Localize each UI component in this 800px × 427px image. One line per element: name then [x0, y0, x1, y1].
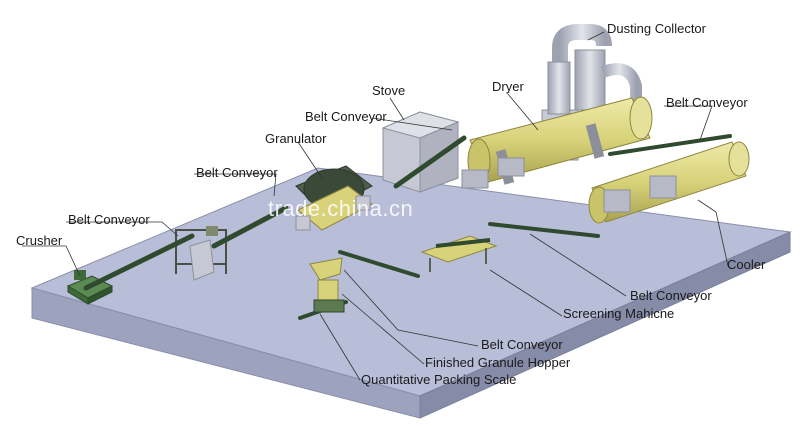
label-stove: Stove: [372, 83, 406, 98]
label-belt-conveyor-hopper: Belt Conveyor: [481, 337, 563, 352]
conveyor-support-frame: [175, 226, 227, 281]
base-platform: [30, 167, 792, 419]
label-belt-conveyor-granulator: Belt Conveyor: [196, 165, 278, 180]
label-belt-conveyor-stove: Belt Conveyor: [305, 109, 387, 124]
label-belt-conveyor-top-right: Belt Conveyor: [666, 95, 748, 110]
label-belt-conveyor-cooler: Belt Conveyor: [630, 288, 712, 303]
screening-machine: [420, 235, 498, 272]
label-crusher: Crusher: [16, 233, 63, 248]
cooler-drum: [588, 141, 750, 224]
label-cooler: Cooler: [727, 257, 766, 272]
watermark: trade.china.cn: [268, 196, 414, 221]
label-finished-granule-hopper: Finished Granule Hopper: [425, 355, 571, 370]
dryer-drum: [461, 96, 653, 189]
label-leader-lines: [22, 31, 729, 381]
label-quantitative-packing-scale: Quantitative Packing Scale: [361, 372, 517, 387]
granulator-machine: [295, 165, 373, 231]
label-dusting-collector: Dusting Collector: [607, 21, 706, 36]
label-granulator: Granulator: [265, 131, 327, 146]
label-screening-machine: Screening Mahicne: [563, 306, 675, 321]
label-dryer: Dryer: [492, 79, 524, 94]
granule-hopper-and-packing-scale: [309, 257, 345, 313]
label-belt-conveyor-crusher: Belt Conveyor: [68, 212, 150, 227]
